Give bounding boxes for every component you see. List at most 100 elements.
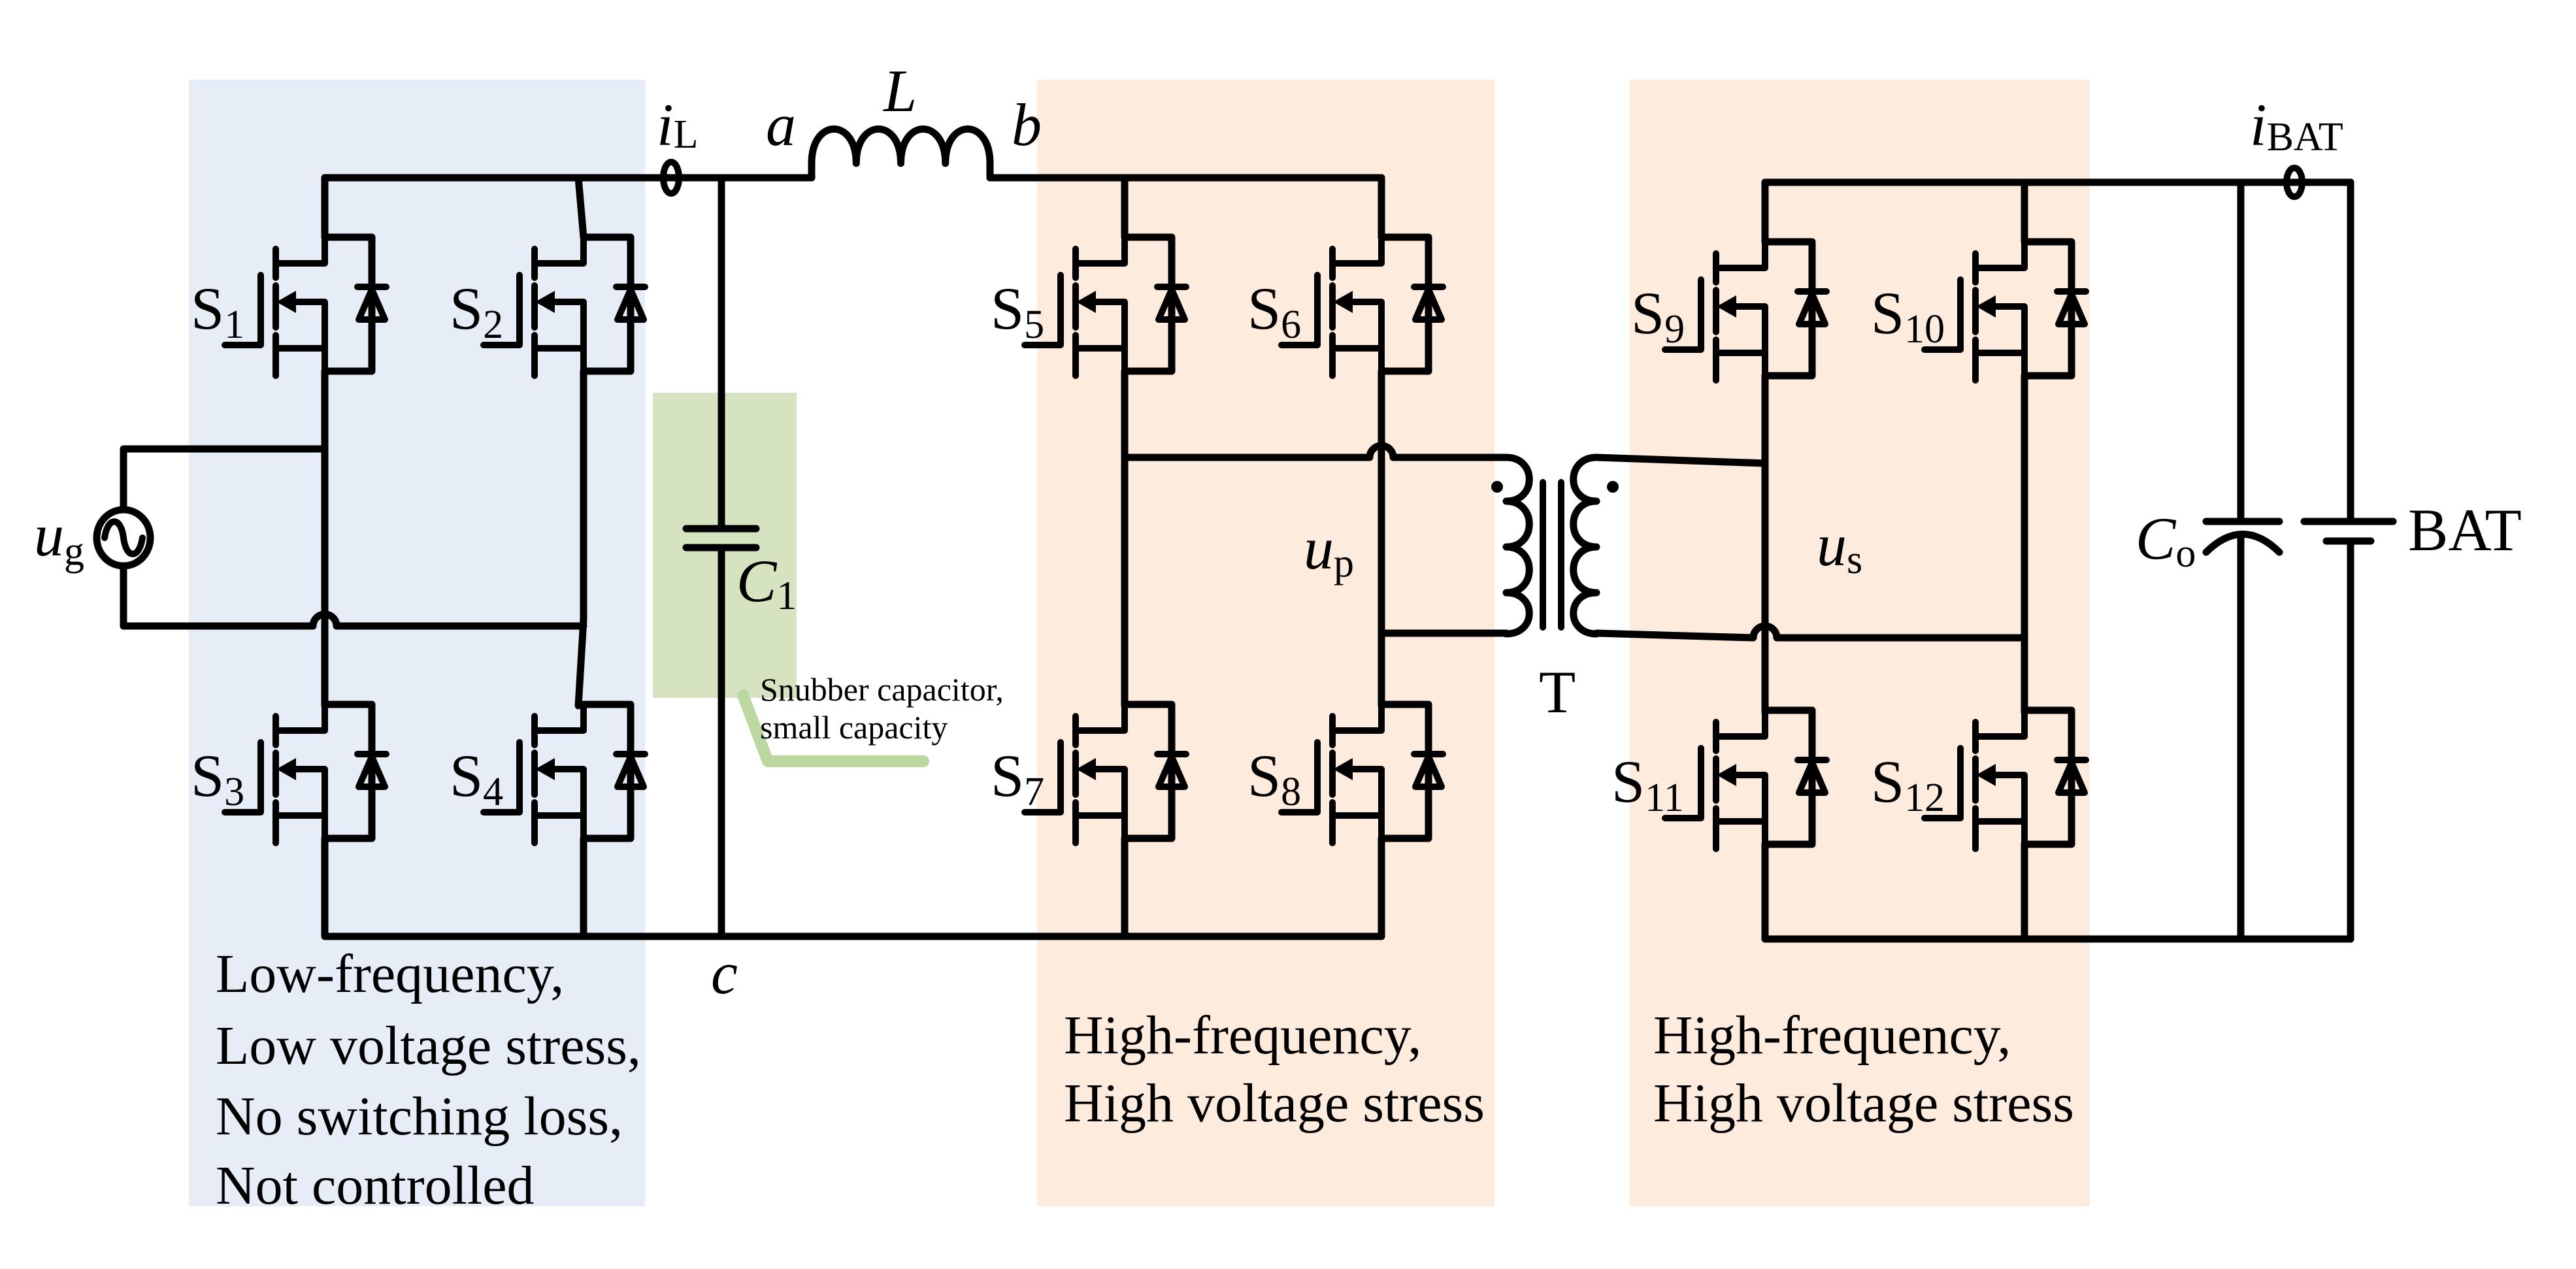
diode-icon xyxy=(355,753,388,790)
diode-branch xyxy=(2021,706,2075,848)
gate-terminal xyxy=(1021,272,1064,348)
body-arrow-icon xyxy=(276,291,296,313)
current-sensor-ibat-icon xyxy=(2283,165,2305,200)
diode-branch xyxy=(1761,706,1816,848)
primary-desc-line-2: High voltage stress xyxy=(1064,1073,1485,1134)
switch-label-index: 12 xyxy=(1904,776,1945,820)
capacitor-co-plate-curved xyxy=(2202,531,2283,556)
gate-terminal xyxy=(1278,739,1321,816)
mosfet-switch: S9 xyxy=(1631,238,1830,384)
diode-branch xyxy=(1378,233,1432,375)
switch-label: S6 xyxy=(1247,275,1301,347)
leg2-mid xyxy=(574,367,587,710)
rectifier-desc-line-3: No switching loss, xyxy=(216,1086,623,1147)
transformer-secondary-winding-icon xyxy=(1570,453,1600,638)
drain-terminal xyxy=(272,701,328,734)
switch-label: S7 xyxy=(991,742,1044,814)
switch-label-name: S xyxy=(1611,748,1645,815)
diode-branch xyxy=(1378,700,1432,842)
drain-terminal xyxy=(1072,701,1128,734)
drain-terminal xyxy=(1972,239,2028,271)
diode-icon xyxy=(614,286,647,323)
region-primary-full-bridge xyxy=(1037,80,1494,1206)
transformer-primary-winding-icon xyxy=(1502,453,1533,638)
drain-terminal xyxy=(1329,234,1385,267)
primary-voltage-label: up xyxy=(1304,515,1354,585)
diode-icon xyxy=(2055,291,2088,327)
diode-icon xyxy=(1412,753,1445,790)
capacitor-c1-label: C1 xyxy=(736,548,797,618)
switch-label-index: 5 xyxy=(1024,303,1044,347)
gate-terminal xyxy=(1662,276,1704,353)
rectifier-desc-line-4: Not controlled xyxy=(216,1155,535,1216)
switch-label: S12 xyxy=(1871,748,1945,820)
diode-branch xyxy=(321,233,376,375)
leg2-top xyxy=(574,174,587,241)
ac-source-icon xyxy=(93,506,154,570)
diode-icon xyxy=(1412,286,1445,323)
inductor-current-label: iL xyxy=(657,91,698,158)
primary-winding-top-wire xyxy=(1121,442,1510,461)
switch-label-name: S xyxy=(1871,748,1904,815)
switch-label-index: 8 xyxy=(1281,770,1301,814)
gate-terminal xyxy=(1662,745,1704,821)
secondary-desc-line-2: High voltage stress xyxy=(1653,1073,2074,1134)
switch-label-name: S xyxy=(991,275,1024,342)
switch-label: S2 xyxy=(450,275,503,347)
polarity-dot-primary-icon xyxy=(1491,481,1503,493)
switch-label-name: S xyxy=(450,742,483,809)
sine-wave-icon xyxy=(101,518,146,557)
mosfet-switch: S6 xyxy=(1247,233,1446,379)
mosfet-switch: S1 xyxy=(191,233,389,379)
diode-branch xyxy=(1121,700,1176,842)
body-arrow-icon xyxy=(1717,764,1736,786)
transformer-label: T xyxy=(1539,659,1576,725)
body-arrow-icon xyxy=(1076,758,1096,780)
battery-label: BAT xyxy=(2408,497,2522,563)
drain-terminal xyxy=(1713,239,1768,271)
switch-label-name: S xyxy=(191,742,224,809)
gate-terminal xyxy=(480,272,523,348)
diode-icon xyxy=(1796,759,1828,796)
wires xyxy=(120,174,2354,943)
secondary-winding-top-wire xyxy=(1593,453,1769,467)
switch-label: S4 xyxy=(450,742,503,814)
diode-branch xyxy=(580,233,635,375)
switch-label-index: 2 xyxy=(483,303,503,347)
gate-terminal xyxy=(1921,745,1964,821)
switch-label-index: 11 xyxy=(1645,776,1684,820)
battery-current-label: iBAT xyxy=(2250,91,2343,159)
mosfet-switch: S11 xyxy=(1611,706,1830,852)
drain-terminal xyxy=(1713,707,1768,740)
gate-terminal xyxy=(222,272,264,348)
snubber-note-line-2: small capacity xyxy=(760,709,948,746)
mosfet-switch: S12 xyxy=(1871,706,2089,852)
drain-terminal xyxy=(1972,707,2028,740)
components xyxy=(93,125,2397,638)
switch-label: S5 xyxy=(991,275,1044,347)
body-arrow-icon xyxy=(1076,291,1096,313)
switch-label-name: S xyxy=(1631,280,1664,346)
body-arrow-icon xyxy=(1333,758,1353,780)
switch-label: S9 xyxy=(1631,280,1685,352)
gate-terminal xyxy=(480,739,523,816)
output-bottom-rail xyxy=(1761,840,2354,943)
body-arrow-icon xyxy=(1717,295,1736,318)
mosfet-switch: S5 xyxy=(991,233,1189,379)
mosfet-switch: S4 xyxy=(450,700,648,846)
switch-label-name: S xyxy=(1247,742,1281,809)
drain-terminal xyxy=(272,234,328,267)
body-arrow-icon xyxy=(1976,764,1996,786)
gate-terminal xyxy=(1921,276,1964,353)
switch-label-name: S xyxy=(1247,275,1281,342)
switch-label-name: S xyxy=(991,742,1024,809)
rectifier-desc-line-2: Low voltage stress, xyxy=(216,1015,641,1076)
source-label: ug xyxy=(34,502,84,574)
switch-label-index: 6 xyxy=(1281,303,1301,347)
primary-desc-line-1: High-frequency, xyxy=(1064,1005,1421,1066)
mosfet-switch: S10 xyxy=(1871,238,2089,384)
diode-icon xyxy=(355,286,388,323)
switch-label-index: 9 xyxy=(1664,307,1685,352)
